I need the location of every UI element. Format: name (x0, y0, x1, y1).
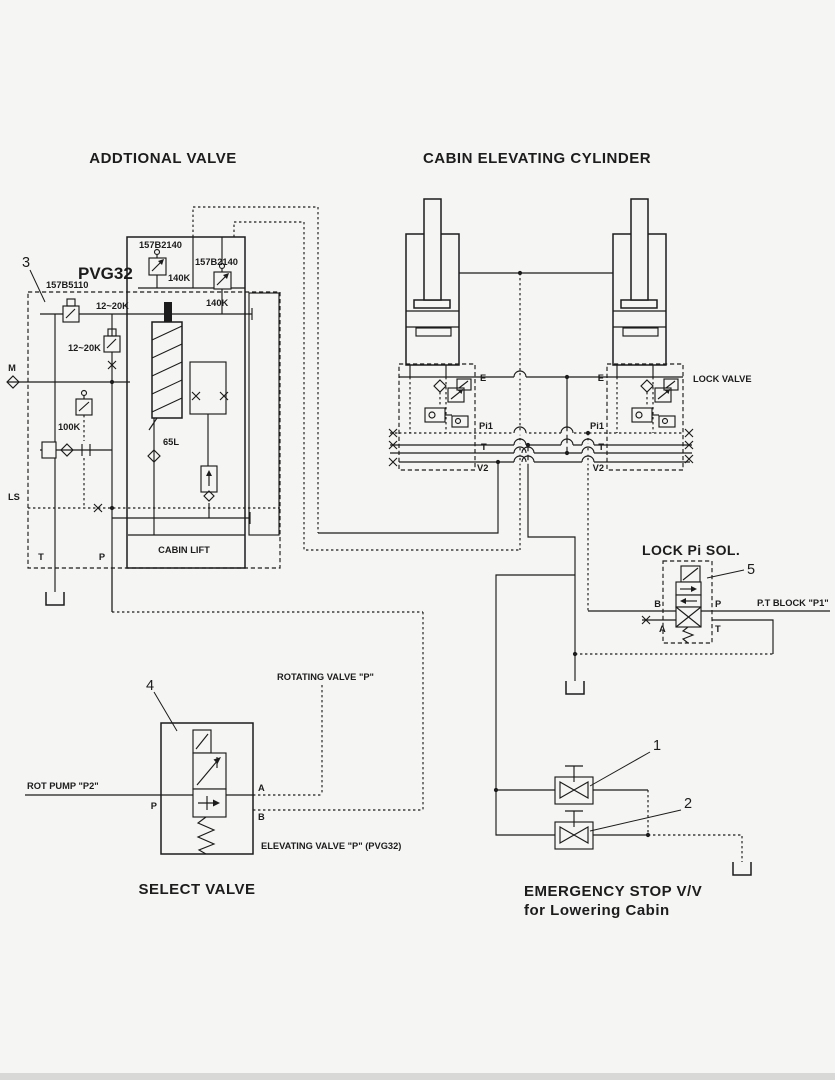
port-ls: LS (8, 492, 20, 502)
callout-5: 5 (747, 562, 755, 578)
title-emergency-line2: for Lowering Cabin (524, 902, 670, 919)
label-pvg32: PVG32 (78, 264, 133, 283)
lock-left-port-t: T (481, 442, 487, 452)
tank-icon (565, 681, 585, 695)
plugged-port-marks (93, 360, 694, 625)
title-lock-pi-sol: LOCK Pi SOL. (642, 542, 740, 558)
label-140k-2: 140K (206, 298, 229, 308)
emergency-stop-valve-1 (554, 765, 594, 805)
pipe-bridges (513, 370, 595, 464)
pisol-port-a: A (659, 624, 666, 634)
select-port-a: A (258, 783, 265, 793)
port-t: T (38, 552, 44, 562)
tank-symbols (45, 592, 752, 876)
pilot-valve-icon (103, 328, 121, 353)
left-cylinder (405, 198, 460, 366)
label-157b5110: 157B5110 (46, 280, 88, 290)
port-p: P (99, 552, 105, 562)
callout-3: 3 (22, 255, 30, 271)
valve-section-box (189, 361, 227, 415)
lock-left-port-v2: V2 (477, 463, 488, 473)
lock-right-port-pi1: Pi1 (590, 421, 604, 431)
label-100k: 100K (58, 422, 81, 432)
port-m: M (8, 363, 16, 373)
pisol-port-t: T (715, 624, 721, 634)
pipes-solid (7, 237, 830, 836)
title-select-valve: SELECT VALVE (138, 881, 255, 898)
tank-icon (45, 592, 65, 606)
title-cabin-elevating-cylinder: CABIN ELEVATING CYLINDER (423, 150, 651, 167)
lock-left-port-e: E (480, 373, 486, 383)
relief-valve-icon (213, 262, 232, 290)
pisol-port-b: B (654, 599, 661, 609)
pipes-dashed (28, 206, 773, 862)
callout-2: 2 (684, 796, 692, 812)
label-lock-valve: LOCK VALVE (693, 374, 752, 384)
pisol-port-p: P (715, 599, 721, 609)
callout-1: 1 (653, 738, 661, 754)
lock-pi-sol-valve (662, 560, 713, 644)
title-additional-valve: ADDTIONAL VALVE (89, 150, 237, 167)
callout-4: 4 (146, 678, 154, 694)
lock-left-port-pi1: Pi1 (479, 421, 493, 431)
m-port-diamond (6, 375, 20, 389)
counterbalance-valve-icon (200, 465, 218, 502)
select-valve-block (160, 722, 254, 855)
callout-leaders (29, 269, 745, 832)
pilot-valve-icon (62, 298, 80, 323)
check-valve-diamond (147, 449, 161, 463)
spool-icon (148, 302, 183, 431)
check-valve-diamond (60, 443, 74, 457)
lock-valve-left-block (398, 363, 476, 471)
label-157b2140-1: 157B2140 (139, 240, 182, 250)
label-rotating-valve: ROTATING VALVE "P" (277, 672, 374, 682)
select-port-b: B (258, 812, 265, 822)
label-elevating-valve: ELEVATING VALVE "P" (PVG32) (261, 841, 401, 851)
junction-dots (109, 270, 651, 838)
emergency-stop-valve-2 (554, 810, 594, 850)
title-emergency-line1: EMERGENCY STOP V/V (524, 883, 702, 900)
right-cylinder (612, 198, 667, 366)
additional-valve-inner-box (126, 236, 246, 569)
lock-right-port-v2: V2 (593, 463, 604, 473)
relief-valve-icon (75, 389, 93, 416)
spring-icon (196, 816, 216, 855)
relief-valve-icon (148, 248, 167, 276)
additional-valve-block (6, 236, 281, 569)
page-bottom-edge (0, 1073, 835, 1080)
label-cabin-lift: CABIN LIFT (158, 545, 210, 555)
tank-icon (732, 862, 752, 876)
label-pt-block: P.T BLOCK "P1" (757, 598, 829, 608)
label-12-20k-1: 12~20K (96, 301, 129, 311)
valve-icon (41, 441, 57, 459)
label-65l: 65L (163, 437, 179, 447)
label-157b2140-2: 157B2140 (195, 257, 238, 267)
label-rot-pump: ROT PUMP "P2" (27, 781, 99, 791)
spring-icon (681, 626, 695, 644)
label-140k-1: 140K (168, 273, 191, 283)
lock-right-port-t: T (598, 442, 604, 452)
select-port-p: P (151, 801, 157, 811)
lock-valve-right-block (606, 363, 684, 471)
lock-right-port-e: E (598, 373, 604, 383)
label-12-20k-2: 12~20K (68, 343, 101, 353)
